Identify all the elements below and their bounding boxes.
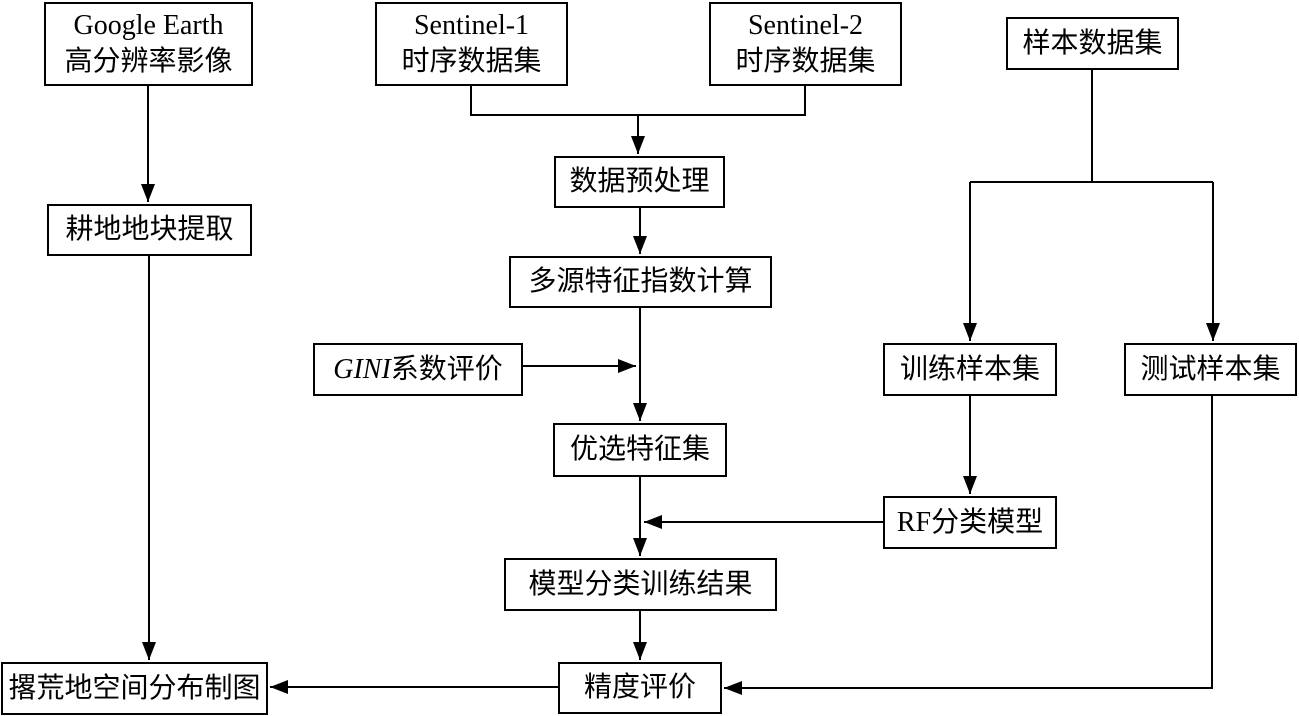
node-rf-model-label: RF分类模型 xyxy=(896,506,1044,538)
node-sample-dataset: 样本数据集 xyxy=(1006,17,1179,70)
node-accuracy-eval: 精度评价 xyxy=(558,662,722,714)
node-preprocessing-label: 数据预处理 xyxy=(569,166,710,198)
node-gini-evaluation: GINI系数评价 xyxy=(313,343,523,396)
node-google-earth-line1: Google Earth xyxy=(73,10,224,42)
node-accuracy-eval-label: 精度评价 xyxy=(583,672,696,704)
edge-test-to-accuracy xyxy=(724,396,1213,695)
node-sentinel1-line2: 时序数据集 xyxy=(401,46,542,77)
node-google-earth: Google Earth 高分辨率影像 xyxy=(44,2,253,86)
node-optimal-features-label: 优选特征集 xyxy=(569,434,710,466)
node-rf-model: RF分类模型 xyxy=(883,496,1057,549)
node-sentinel2: Sentinel-2 时序数据集 xyxy=(709,2,902,86)
node-train-samples-label: 训练样本集 xyxy=(899,353,1040,385)
node-test-samples: 测试样本集 xyxy=(1124,343,1297,396)
node-feature-index: 多源特征指数计算 xyxy=(509,256,772,308)
node-cultivated-extraction-label: 耕地地块提取 xyxy=(65,214,234,246)
node-preprocessing: 数据预处理 xyxy=(554,156,725,208)
node-google-earth-line2: 高分辨率影像 xyxy=(64,46,233,77)
node-sentinel1: Sentinel-1 时序数据集 xyxy=(375,2,568,86)
node-gini-evaluation-label: GINI系数评价 xyxy=(333,353,503,385)
node-model-training-result-label: 模型分类训练结果 xyxy=(528,568,753,600)
edge-sample-split xyxy=(970,70,1213,183)
node-feature-index-label: 多源特征指数计算 xyxy=(528,266,753,298)
node-abandoned-mapping-label: 撂荒地空间分布制图 xyxy=(8,672,261,704)
node-train-samples: 训练样本集 xyxy=(883,343,1057,396)
node-test-samples-label: 测试样本集 xyxy=(1140,353,1281,385)
node-abandoned-mapping: 撂荒地空间分布制图 xyxy=(1,662,268,715)
node-sentinel1-line1: Sentinel-1 xyxy=(413,10,530,42)
node-sample-dataset-label: 样本数据集 xyxy=(1022,27,1163,59)
node-sentinel2-line2: 时序数据集 xyxy=(735,46,876,77)
node-sentinel2-line1: Sentinel-2 xyxy=(747,10,864,42)
edge-sentinel-merge xyxy=(470,86,806,116)
node-cultivated-extraction: 耕地地块提取 xyxy=(47,204,252,256)
node-model-training-result: 模型分类训练结果 xyxy=(504,558,777,611)
node-optimal-features: 优选特征集 xyxy=(553,423,727,477)
